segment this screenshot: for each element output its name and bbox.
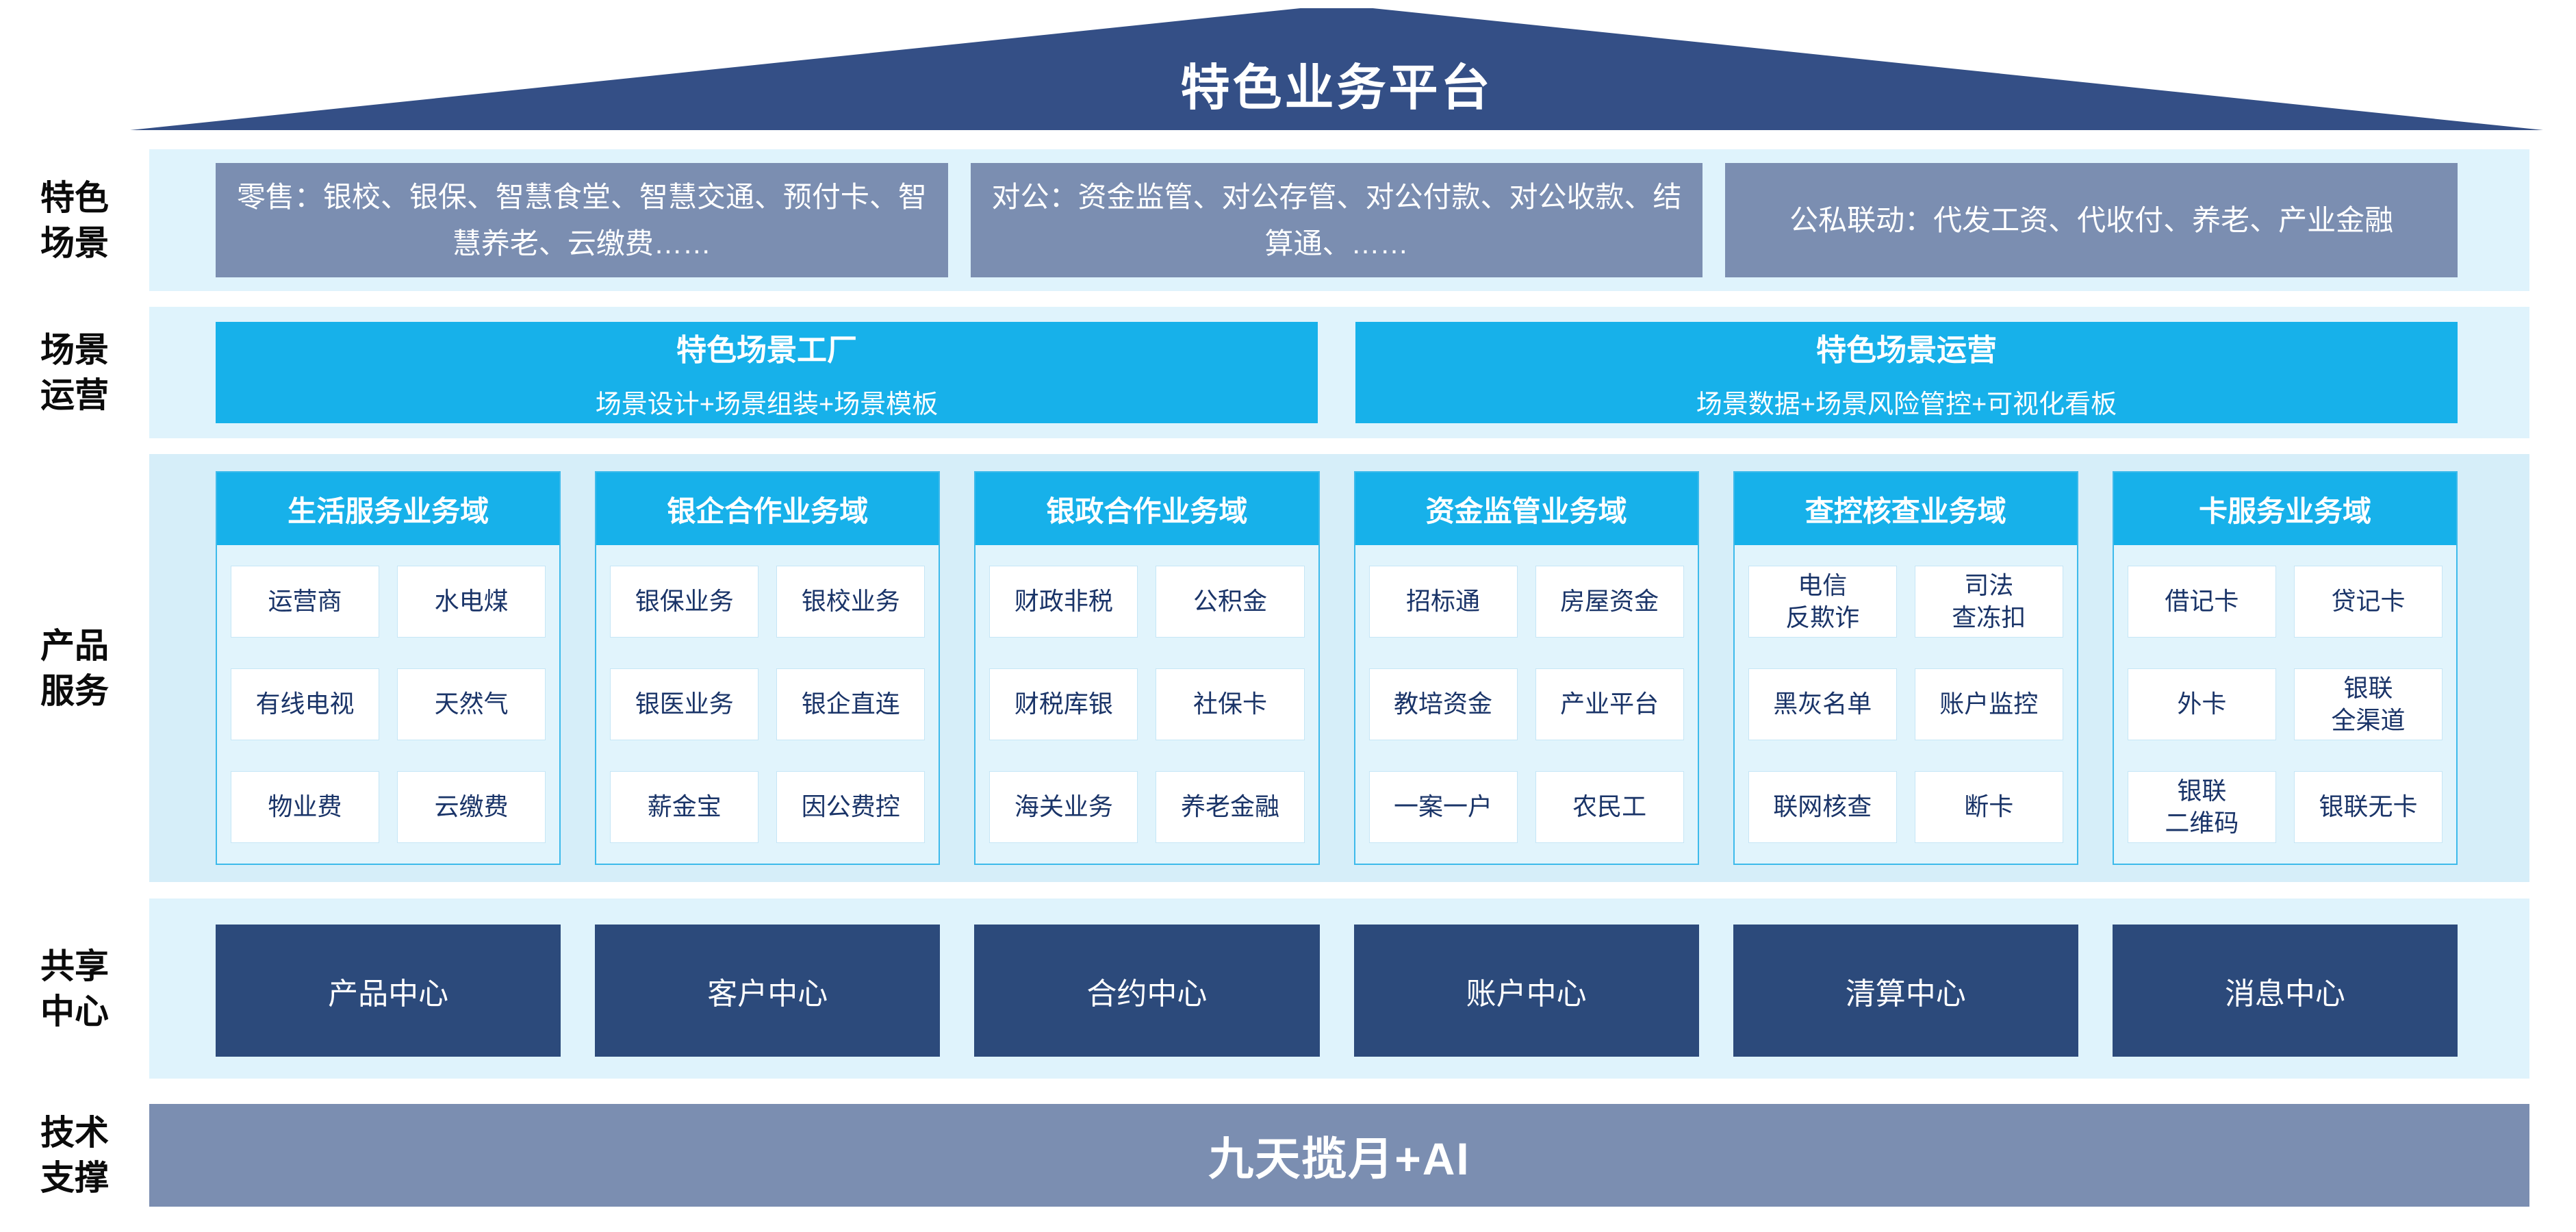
product-row: 产品 服务 生活服务业务域 运营商 水电煤 有线电视 天然气 物业费 云缴费 银… (0, 454, 2576, 882)
column-panel: 电信 反欺诈 司法 查冻扣 黑灰名单 账户监控 联网核查 断卡 (1735, 545, 2077, 864)
scene-box-retail: 零售：银校、银保、智慧食堂、智慧交通、预付卡、智慧养老、云缴费…… (216, 163, 948, 277)
platform-title: 特色业务平台 (1180, 61, 1493, 116)
product-cell: 因公费控 (776, 771, 926, 843)
column-panel: 财政非税 公积金 财税库银 社保卡 海关业务 养老金融 (975, 545, 1318, 864)
product-cell: 银保业务 (610, 566, 759, 638)
column-panel: 招标通 房屋资金 教培资金 产业平台 一案一户 农民工 (1355, 545, 1698, 864)
column-header: 银企合作业务域 (596, 473, 939, 545)
row-label-tech: 技术 支撑 (40, 1114, 109, 1197)
operation-row-content: 特色场景工厂 场景设计+场景组装+场景模板 特色场景运营 场景数据+场景风险管控… (149, 307, 2529, 438)
product-cell: 银医业务 (610, 668, 759, 740)
column-panel: 借记卡 贷记卡 外卡 银联 全渠道 银联 二维码 银联无卡 (2114, 545, 2456, 864)
product-column-bank-enterprise: 银企合作业务域 银保业务 银校业务 银医业务 银企直连 薪金宝 因公费控 (595, 471, 941, 865)
center-box-contract: 合约中心 (974, 925, 1320, 1057)
ops-box-subtitle: 场景设计+场景组装+场景模板 (595, 390, 939, 419)
center-box-clearing: 清算中心 (1733, 925, 2078, 1057)
product-column-card-service: 卡服务业务域 借记卡 贷记卡 外卡 银联 全渠道 银联 二维码 银联无卡 (2112, 471, 2458, 865)
product-cell: 天然气 (397, 668, 546, 740)
product-cell: 断卡 (1914, 771, 2063, 843)
product-cell: 账户监控 (1914, 668, 2063, 740)
column-header: 生活服务业务域 (217, 473, 560, 545)
column-panel: 银保业务 银校业务 银医业务 银企直连 薪金宝 因公费控 (596, 545, 939, 864)
row-label-product: 产品 服务 (40, 626, 109, 710)
product-cell: 招标通 (1368, 566, 1518, 638)
ops-box-factory: 特色场景工厂 场景设计+场景组装+场景模板 (216, 322, 1318, 423)
product-row-content: 生活服务业务域 运营商 水电煤 有线电视 天然气 物业费 云缴费 银企合作业务域… (149, 454, 2529, 882)
product-cell: 房屋资金 (1535, 566, 1684, 638)
product-cell: 银校业务 (776, 566, 926, 638)
product-cell: 贷记卡 (2293, 566, 2443, 638)
ops-box-title: 特色场景运营 (1816, 333, 1997, 367)
product-cell: 农民工 (1535, 771, 1684, 843)
column-panel: 运营商 水电煤 有线电视 天然气 物业费 云缴费 (217, 545, 559, 864)
scene-box-linkage: 公私联动：代发工资、代收付、养老、产业金融 (1725, 163, 2458, 277)
shared-center-row: 共享 中心 产品中心 客户中心 合约中心 账户中心 清算中心 消息中心 (0, 898, 2576, 1079)
center-box-product: 产品中心 (216, 925, 561, 1057)
column-header: 查控核查业务域 (1734, 473, 2077, 545)
ops-box-title: 特色场景工厂 (676, 333, 857, 367)
center-box-customer: 客户中心 (595, 925, 941, 1057)
product-cell: 水电煤 (397, 566, 546, 638)
product-cell: 财政非税 (989, 566, 1138, 638)
product-column-inspection: 查控核查业务域 电信 反欺诈 司法 查冻扣 黑灰名单 账户监控 联网核查 断卡 (1733, 471, 2078, 865)
tech-bar: 九天揽月+AI (149, 1104, 2529, 1207)
product-cell: 银联无卡 (2293, 771, 2443, 843)
row-label-operation: 场景 运营 (40, 331, 109, 414)
product-cell: 电信 反欺诈 (1748, 566, 1897, 638)
ops-box-operation: 特色场景运营 场景数据+场景风险管控+可视化看板 (1355, 322, 2458, 423)
product-cell: 公积金 (1156, 566, 1305, 638)
shared-row-content: 产品中心 客户中心 合约中心 账户中心 清算中心 消息中心 (149, 898, 2529, 1079)
product-cell: 产业平台 (1535, 668, 1684, 740)
product-cell: 黑灰名单 (1748, 668, 1897, 740)
product-cell: 薪金宝 (610, 771, 759, 843)
ops-box-subtitle: 场景数据+场景风险管控+可视化看板 (1696, 390, 2117, 419)
product-column-life-service: 生活服务业务域 运营商 水电煤 有线电视 天然气 物业费 云缴费 (216, 471, 561, 865)
column-header: 卡服务业务域 (2113, 473, 2457, 545)
product-cell: 银联 全渠道 (2293, 668, 2443, 740)
product-cell: 财税库银 (989, 668, 1138, 740)
product-cell: 银企直连 (776, 668, 926, 740)
product-cell: 有线电视 (231, 668, 380, 740)
product-cell: 一案一户 (1368, 771, 1518, 843)
platform-roof: 特色业务平台 (130, 8, 2543, 130)
tech-support-row: 技术 支撑 九天揽月+AI (0, 1104, 2576, 1207)
row-label-shared: 共享 中心 (40, 946, 109, 1031)
column-header: 银政合作业务域 (975, 473, 1318, 545)
product-cell: 联网核查 (1748, 771, 1897, 843)
product-cell: 云缴费 (397, 771, 546, 843)
product-cell: 司法 查冻扣 (1914, 566, 2063, 638)
product-cell: 外卡 (2127, 668, 2276, 740)
scene-row-content: 零售：银校、银保、智慧食堂、智慧交通、预付卡、智慧养老、云缴费…… 对公：资金监… (149, 149, 2529, 291)
product-cell: 海关业务 (989, 771, 1138, 843)
product-column-bank-government: 银政合作业务域 财政非税 公积金 财税库银 社保卡 海关业务 养老金融 (974, 471, 1320, 865)
center-box-message: 消息中心 (2112, 925, 2458, 1057)
column-header: 资金监管业务域 (1355, 473, 1698, 545)
product-cell: 物业费 (231, 771, 380, 843)
product-cell: 社保卡 (1156, 668, 1305, 740)
product-column-fund-supervision: 资金监管业务域 招标通 房屋资金 教培资金 产业平台 一案一户 农民工 (1353, 471, 1699, 865)
center-box-account: 账户中心 (1353, 925, 1699, 1057)
operation-row: 场景 运营 特色场景工厂 场景设计+场景组装+场景模板 特色场景运营 场景数据+… (0, 307, 2576, 438)
product-cell: 教培资金 (1368, 668, 1518, 740)
product-cell: 养老金融 (1156, 771, 1305, 843)
scene-box-corporate: 对公：资金监管、对公存管、对公付款、对公收款、结算通、…… (970, 163, 1703, 277)
product-cell: 借记卡 (2127, 566, 2276, 638)
product-cell: 银联 二维码 (2127, 771, 2276, 843)
scene-row: 特色 场景 零售：银校、银保、智慧食堂、智慧交通、预付卡、智慧养老、云缴费…… … (0, 149, 2576, 291)
product-cell: 运营商 (231, 566, 380, 638)
row-label-scene: 特色 场景 (40, 178, 109, 262)
